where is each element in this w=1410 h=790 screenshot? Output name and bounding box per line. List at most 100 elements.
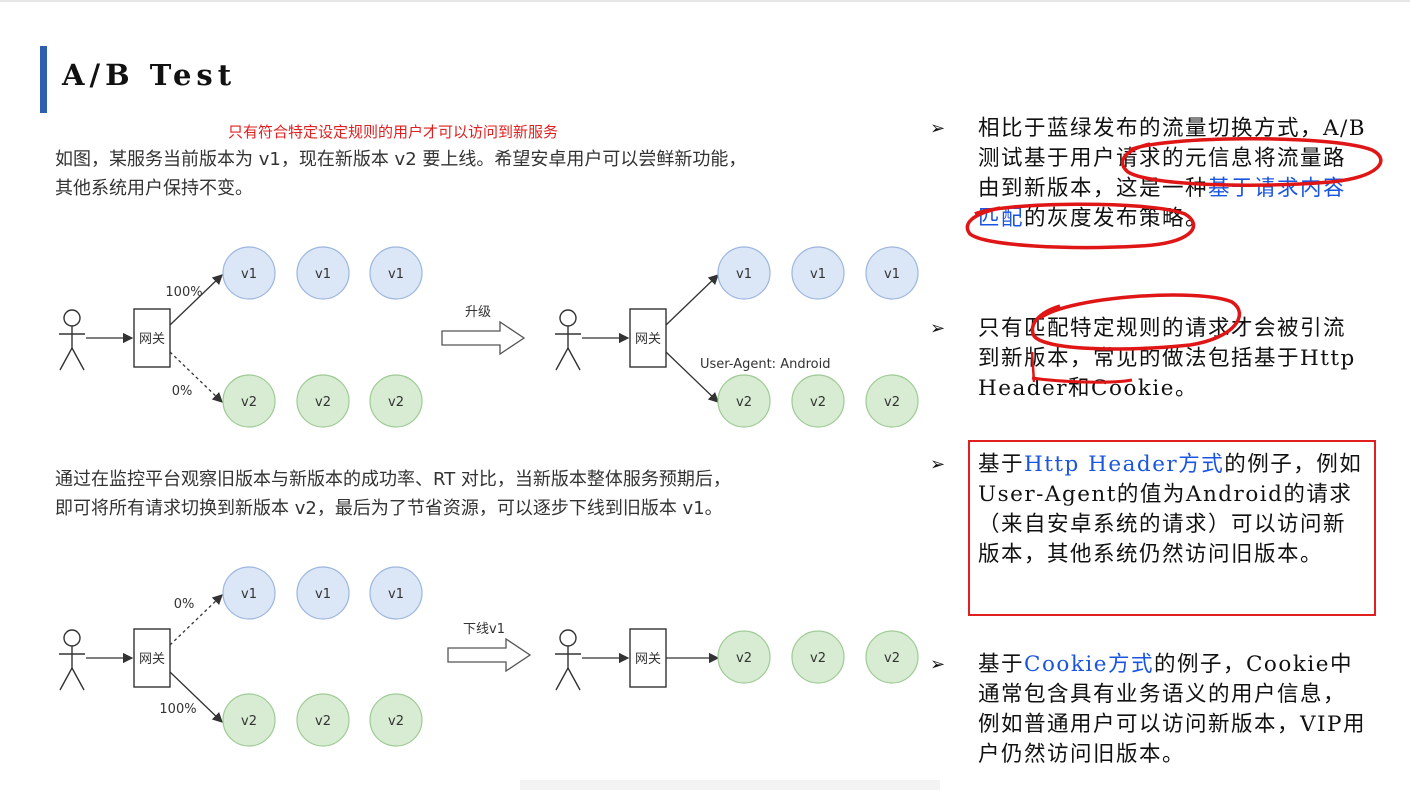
user-figure-body xyxy=(555,326,581,371)
transition-arrow xyxy=(447,637,532,673)
flow-arrow xyxy=(169,351,223,403)
v2-label: v2 xyxy=(388,395,404,410)
transition-label: 升级 xyxy=(465,305,491,320)
user-agent-label: User-Agent: Android xyxy=(700,357,830,372)
v1-label: v1 xyxy=(736,267,752,282)
bullet-text-part: 只有匹配特定规则的请求才会被引流到新版本，常见的做法包括基于Http Heade… xyxy=(978,316,1356,401)
bullet-highlight: Cookie方式 xyxy=(1024,652,1154,677)
bullet-4: ➢ 基于Cookie方式的例子，Cookie中通常包含具有业务语义的用户信息，例… xyxy=(930,650,1370,780)
bullet-highlight: Http Header方式 xyxy=(1024,452,1225,477)
v2-label: v2 xyxy=(810,651,826,666)
user-figure-body xyxy=(59,646,85,691)
v2-label: v2 xyxy=(315,714,331,729)
v1-node xyxy=(222,246,276,300)
bullet-3: ➢ 基于Http Header方式的例子，例如User-Agent的值为Andr… xyxy=(930,450,1370,610)
v2-node xyxy=(865,630,919,684)
bullet-text-part: 相比于蓝绿发布的流量切换方式，A/B测试基于用户请求的元信息将流量路由到新版本，… xyxy=(978,116,1367,201)
bottom-shadow xyxy=(520,780,940,790)
bullet-text-part: 的例子，例如User-Agent的值为Android的请求（来自安卓系统的请求）… xyxy=(978,452,1363,567)
title-accent-bar xyxy=(40,46,47,113)
v1-label: v1 xyxy=(388,587,404,602)
v1-label: v1 xyxy=(241,267,257,282)
v2-label: v2 xyxy=(884,651,900,666)
v1-label: v1 xyxy=(810,267,826,282)
red-underline-annotation xyxy=(1030,351,1036,383)
gateway-box xyxy=(133,308,171,368)
gateway-box xyxy=(133,628,171,688)
paragraph-switch: 通过在监控平台观察旧版本与新版本的成功率、RT 对比，当新版本整体服务预期后， … xyxy=(55,465,731,523)
flow-arrow xyxy=(169,671,223,723)
v2-node xyxy=(865,374,919,428)
v2-node xyxy=(222,693,276,747)
v1-node xyxy=(369,566,423,620)
v2-label: v2 xyxy=(884,395,900,410)
user-figure-body xyxy=(555,646,581,691)
red-underline-annotation xyxy=(1031,376,1133,384)
v1-node xyxy=(865,246,919,300)
v2-node xyxy=(369,374,423,428)
v2-label: v2 xyxy=(736,395,752,410)
red-circle-annotation xyxy=(1120,137,1383,187)
flow-arrow xyxy=(169,594,223,646)
bullet-text: 基于Cookie方式的例子，Cookie中通常包含具有业务语义的用户信息，例如普… xyxy=(978,650,1368,770)
page-title: A/B Test xyxy=(62,58,237,92)
red-circle-annotation xyxy=(1030,293,1242,351)
percent-label: 0% xyxy=(172,384,193,399)
v1-label: v1 xyxy=(388,267,404,282)
gateway-label: 网关 xyxy=(635,652,661,667)
v1-label: v1 xyxy=(884,267,900,282)
bullet-arrow-icon: ➢ xyxy=(930,454,946,475)
v2-label: v2 xyxy=(388,714,404,729)
paragraph-line: 即可将所有请求切换到新版本 v2，最后为了节省资源，可以逐步下线到旧版本 v1。 xyxy=(55,498,723,519)
percent-label: 0% xyxy=(174,597,195,612)
v2-node xyxy=(791,630,845,684)
flow-arrow xyxy=(169,274,223,326)
highlight-box xyxy=(968,440,1376,616)
red-circle-annotation xyxy=(965,202,1196,250)
v2-node xyxy=(717,374,771,428)
v2-label: v2 xyxy=(810,395,826,410)
paragraph-intro: 如图，某服务当前版本为 v1，现在新版本 v2 要上线。希望安卓用户可以尝鲜新功… xyxy=(55,145,746,203)
v1-node xyxy=(369,246,423,300)
gateway-label: 网关 xyxy=(635,332,661,347)
bullet-text-part: 基于 xyxy=(978,452,1025,477)
v1-node xyxy=(717,246,771,300)
v2-node xyxy=(296,693,350,747)
bullet-text: 只有匹配特定规则的请求才会被引流到新版本，常见的做法包括基于Http Heade… xyxy=(978,314,1368,404)
v2-node xyxy=(717,630,771,684)
gateway-box xyxy=(629,628,667,688)
paragraph-line: 其他系统用户保持不变。 xyxy=(55,178,253,199)
user-figure-body xyxy=(59,326,85,371)
bullet-arrow-icon: ➢ xyxy=(930,654,946,675)
v2-label: v2 xyxy=(241,714,257,729)
top-divider xyxy=(0,0,1410,2)
v1-node xyxy=(791,246,845,300)
paragraph-line: 通过在监控平台观察旧版本与新版本的成功率、RT 对比，当新版本整体服务预期后， xyxy=(55,469,731,490)
v1-label: v1 xyxy=(315,587,331,602)
percent-label: 100% xyxy=(159,702,196,717)
v2-label: v2 xyxy=(241,395,257,410)
paragraph-line: 如图，某服务当前版本为 v1，现在新版本 v2 要上线。希望安卓用户可以尝鲜新功… xyxy=(55,149,747,170)
gateway-label: 网关 xyxy=(139,652,165,667)
v1-label: v1 xyxy=(315,267,331,282)
transition-label: 下线v1 xyxy=(463,622,505,637)
red-annotation: 只有符合特定设定规则的用户才可以访问到新服务 xyxy=(228,123,559,141)
percent-label: 100% xyxy=(165,285,202,300)
bullet-highlight: 基于请求内容匹配 xyxy=(978,176,1347,231)
v2-node xyxy=(296,374,350,428)
v1-label: v1 xyxy=(241,587,257,602)
v1-node xyxy=(296,246,350,300)
bullet-text-part: 基于 xyxy=(978,652,1025,677)
bullet-text: 基于Http Header方式的例子，例如User-Agent的值为Androi… xyxy=(978,450,1368,570)
v2-node xyxy=(222,374,276,428)
flow-arrow xyxy=(665,351,719,403)
bullet-text-part: 的例子，Cookie中通常包含具有业务语义的用户信息，例如普通用户可以访问新版本… xyxy=(978,652,1366,767)
v2-node xyxy=(791,374,845,428)
bullet-arrow-icon: ➢ xyxy=(930,118,946,139)
flow-arrow xyxy=(665,274,719,326)
bullet-2: ➢ 只有匹配特定规则的请求才会被引流到新版本，常见的做法包括基于Http Hea… xyxy=(930,314,1370,414)
v2-label: v2 xyxy=(736,651,752,666)
bullet-arrow-icon: ➢ xyxy=(930,318,946,339)
